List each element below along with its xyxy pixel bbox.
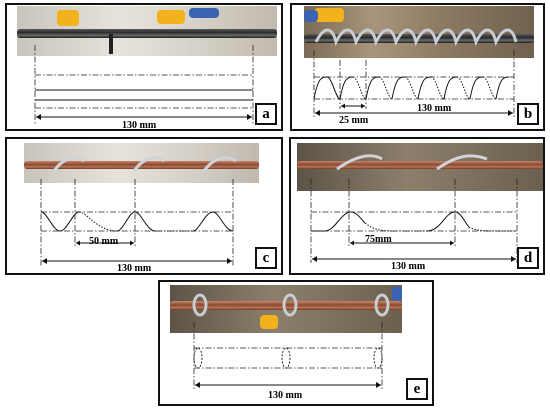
pitch-label: 75mm (365, 234, 392, 245)
total-length-label: 130 mm (117, 263, 152, 274)
copper-rod (297, 161, 543, 169)
panel-a-schematic (34, 45, 254, 125)
pitch-label: 50 mm (89, 236, 119, 247)
panel-label-c: c (255, 247, 277, 269)
panel-c-schematic (40, 179, 234, 267)
panel-e: 130 mm e (158, 280, 434, 406)
photo-steel-rod (17, 6, 277, 56)
plain-rod (17, 29, 277, 38)
pitch-label: 25 mm (339, 115, 369, 126)
copper-rod (24, 161, 259, 169)
panel-label-b: b (517, 103, 539, 125)
total-length-label: 130 mm (391, 261, 426, 272)
photo-coil-25mm (304, 6, 534, 58)
panel-d: 75mm 130 mm d (289, 137, 545, 275)
panel-label-a: a (255, 103, 277, 125)
panel-label-e: e (406, 378, 428, 400)
total-length-label: 130 mm (268, 390, 303, 401)
copper-rod (170, 301, 402, 310)
total-length-label: 130 mm (122, 120, 157, 131)
panel-b: 25 mm 130 mm b (290, 3, 545, 131)
panel-a: 130 mm a (5, 3, 283, 131)
photo-coil-75mm (297, 143, 543, 191)
panel-e-schematic (193, 322, 383, 390)
panel-b-schematic (313, 50, 515, 117)
photo-coil-50mm (24, 143, 259, 183)
photo-ring-coils (170, 285, 402, 333)
panel-d-schematic (310, 179, 518, 263)
panel-label-d: d (517, 247, 539, 269)
panel-c: 50 mm 130 mm c (5, 137, 283, 275)
total-length-label: 130 mm (417, 103, 452, 114)
